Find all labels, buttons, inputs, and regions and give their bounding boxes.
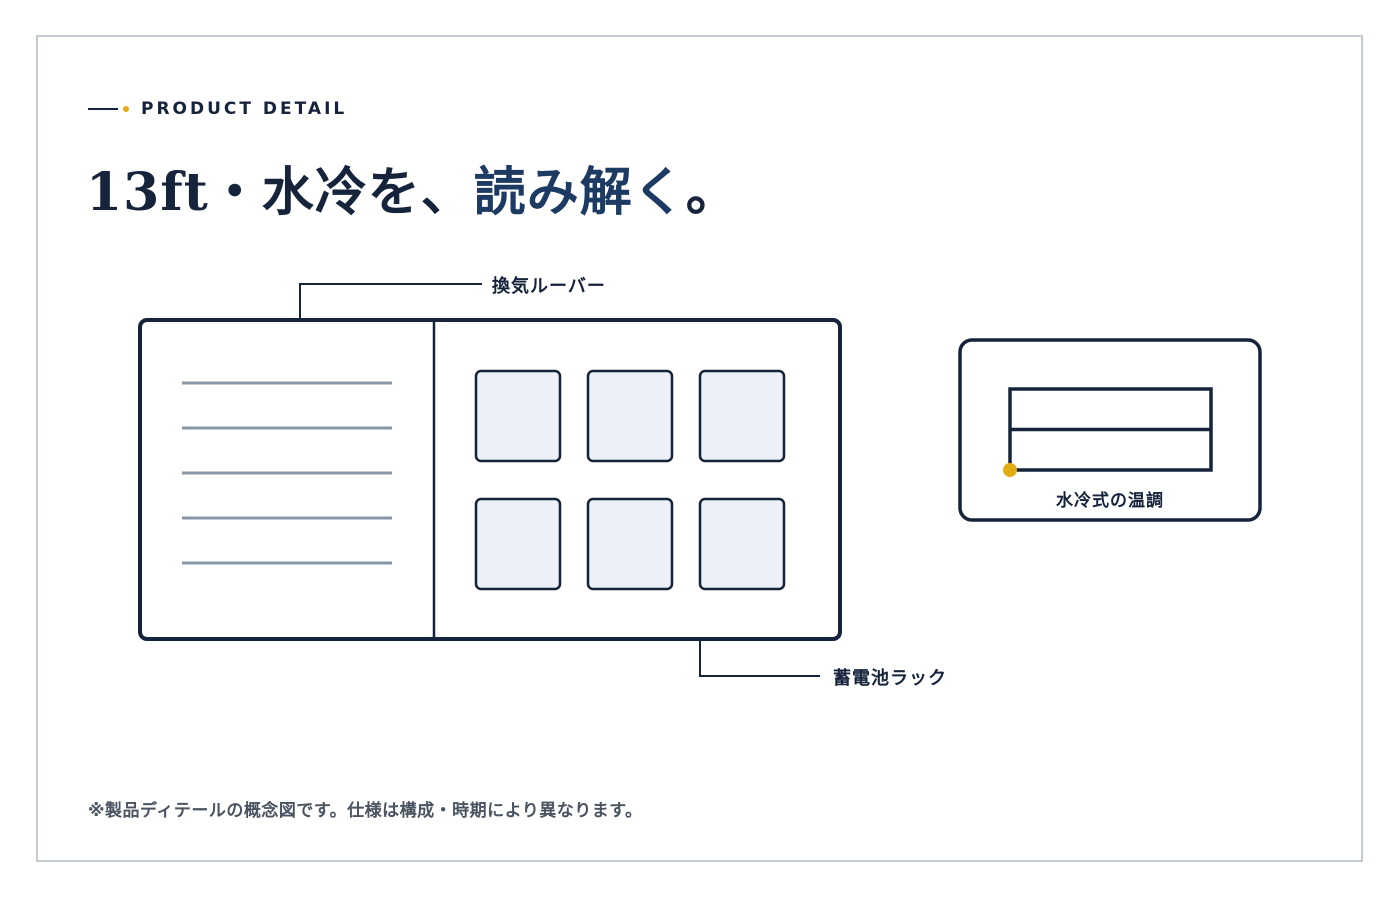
footnote: ※製品ディテールの概念図です。仕様は構成・時期により異なります。	[88, 801, 643, 821]
battery-rack-callout-label: 蓄電池ラック	[833, 668, 947, 689]
eyebrow-label: PRODUCT DETAIL	[141, 99, 348, 119]
page-title: 13ft・水冷を、読み解く。	[86, 158, 739, 228]
content-frame	[36, 35, 1363, 862]
louver-callout-label: 換気ルーバー	[492, 276, 606, 297]
battery-module	[586, 369, 674, 463]
battery-module	[586, 497, 674, 591]
title-part-main: 13ft・水冷を、	[86, 162, 474, 223]
louver-leader-line	[299, 283, 482, 318]
coolant-port-dot	[1003, 463, 1017, 477]
title-part-accent: 読み解く	[473, 162, 686, 223]
eyebrow-line	[88, 108, 118, 110]
eyebrow: PRODUCT DETAIL	[88, 97, 347, 121]
battery-module	[698, 497, 786, 591]
battery-leader-line	[699, 641, 820, 677]
battery-module	[698, 369, 786, 463]
battery-modules	[474, 369, 786, 591]
water-cooling-label: 水冷式の温調	[1056, 491, 1164, 511]
container-body	[138, 318, 842, 641]
battery-module	[474, 497, 562, 591]
eyebrow-dot	[123, 106, 129, 112]
title-part-end: 。	[685, 162, 739, 223]
battery-module	[474, 369, 562, 463]
louver-slats	[182, 381, 392, 565]
